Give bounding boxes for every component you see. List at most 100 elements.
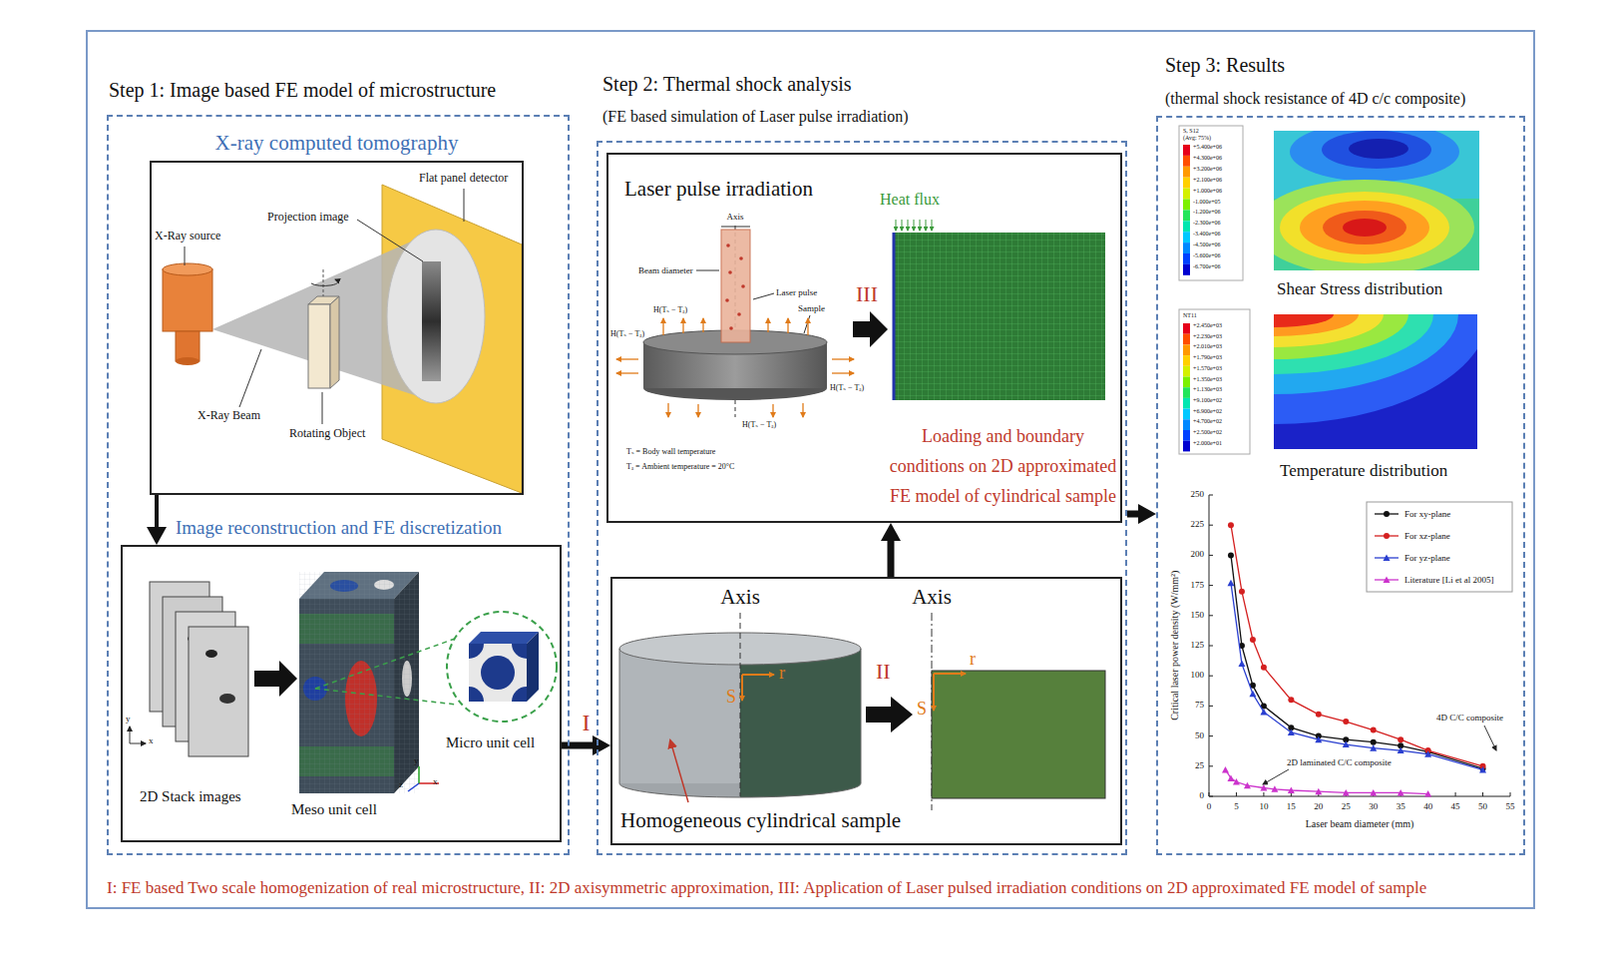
label: x [148, 735, 154, 746]
contour-band [1289, 130, 1460, 182]
detector-disc [387, 229, 485, 403]
label: H(Tₛ − Tₐ) [829, 383, 864, 393]
projection-image [421, 261, 441, 382]
label: Projection image [267, 210, 350, 225]
node-heading: Laser pulse irradiation [624, 176, 813, 201]
label: Critical laser power density (W/mm²) [1169, 570, 1182, 721]
colorbar-swatch [1183, 242, 1191, 254]
data-point [1226, 774, 1234, 782]
xray-source [162, 269, 213, 332]
contour-band [1348, 138, 1409, 159]
rotation-axis [323, 269, 325, 297]
heat-loss-arrow [831, 358, 854, 360]
label: r [969, 648, 976, 670]
contour-band [1321, 130, 1432, 169]
colorbar-swatch [1183, 418, 1191, 430]
data-point [1397, 736, 1404, 743]
leader-line [322, 392, 324, 424]
label: Tₐ = Ambient temperature = 20°C [626, 461, 735, 471]
label: 200 [1191, 548, 1205, 559]
tick [1208, 796, 1213, 798]
contour-band [1322, 210, 1407, 245]
micro-fibres [468, 643, 527, 702]
laser-dot [729, 326, 734, 331]
fe-mesh-grid [892, 232, 1106, 400]
laser-dot [728, 270, 733, 275]
data-point [1287, 696, 1294, 703]
label: 225 [1191, 518, 1205, 529]
data-point [1370, 739, 1377, 746]
node-text: (thermal shock resistance of 4D c/c comp… [1165, 89, 1466, 108]
label: 35 [1396, 800, 1406, 811]
label: Axis [911, 584, 952, 609]
zoom-line [315, 688, 457, 705]
triad-axis [407, 783, 419, 792]
laser-beam [721, 229, 751, 343]
leader-line [696, 270, 720, 272]
data-point [1226, 579, 1234, 587]
data-point [1397, 747, 1405, 755]
connector-arrow [1127, 510, 1139, 518]
colorbar-swatch [1183, 253, 1191, 265]
heat-loss-arrow [697, 403, 699, 417]
xray-source [162, 263, 213, 276]
block-arrow [852, 311, 888, 348]
label: 50 [1195, 730, 1204, 741]
label: -5.600e+06 [1193, 252, 1221, 260]
contour-band [1273, 314, 1459, 395]
label: 25 [1195, 760, 1204, 771]
temperature-contour [1273, 314, 1478, 424]
label: +1.000e+06 [1193, 187, 1222, 195]
label: 4D C/C composite [1436, 712, 1504, 723]
data-point [1424, 750, 1432, 758]
xray-source [175, 357, 200, 366]
tick [1262, 792, 1264, 797]
label: 25 [1341, 800, 1351, 811]
label: -6.700e+06 [1193, 263, 1221, 271]
tick [1208, 554, 1213, 556]
contour-band [1273, 314, 1384, 348]
label: X-Ray source [154, 229, 221, 244]
rotating-object [308, 304, 331, 389]
stage-box: Homogeneous cylindrical sample [610, 576, 1123, 845]
tick [1208, 735, 1213, 737]
data-point [1397, 789, 1405, 797]
label: Heat flux [879, 190, 940, 209]
label: II [875, 658, 891, 684]
label: +1.570e+03 [1193, 365, 1222, 373]
fibre [468, 686, 484, 702]
colorbar-swatch [1183, 429, 1191, 441]
label: -4.500e+06 [1193, 241, 1221, 249]
heat-flux-arrow [919, 219, 921, 231]
caption: I: FE based Two scale homogenization of … [106, 877, 1427, 898]
data-point [1424, 790, 1432, 798]
label: 0 [1200, 790, 1205, 800]
label: y [413, 755, 419, 766]
data-point [1315, 711, 1322, 718]
cylinder-section [740, 648, 861, 798]
legend-text: For xz-plane [1404, 530, 1451, 541]
data-series [1225, 769, 1429, 794]
label: S [916, 698, 927, 720]
heat-flux-arrow [895, 219, 897, 231]
fibre [468, 643, 484, 659]
label: 20 [1313, 800, 1323, 811]
laser-dot [741, 284, 746, 289]
data-point [1383, 554, 1391, 562]
label: +1.130e+03 [1193, 386, 1222, 394]
label: +2.450e+03 [1193, 322, 1222, 330]
label: 55 [1506, 800, 1516, 811]
pointer-arrow [670, 740, 689, 802]
laser-dot [737, 312, 742, 317]
leader-line [239, 349, 262, 407]
label: y [125, 713, 131, 724]
data-point [1314, 736, 1322, 744]
contour-legend-box [1179, 125, 1243, 281]
colorbar-swatch [1183, 188, 1191, 200]
label: -1.200e+06 [1193, 208, 1221, 216]
label: +4.700e+02 [1193, 417, 1222, 425]
colorbar-swatch [1183, 377, 1191, 389]
tick [1208, 705, 1213, 707]
leader-line [184, 246, 186, 266]
fibre [480, 655, 515, 690]
